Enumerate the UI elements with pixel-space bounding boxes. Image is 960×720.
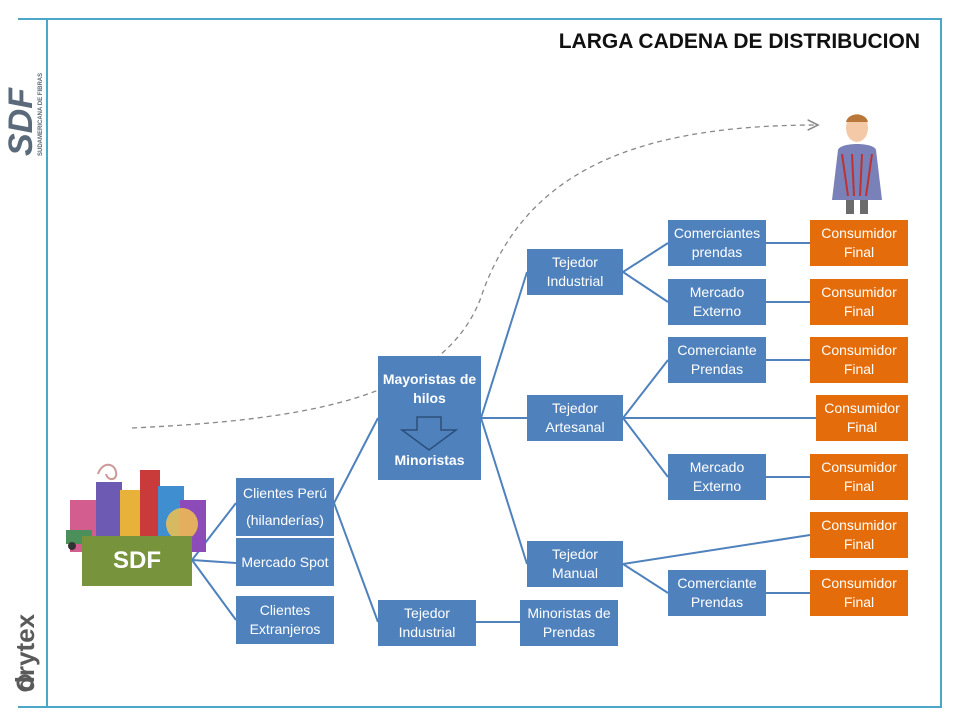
- consumidor-final-label: Consumidor Final: [821, 459, 897, 494]
- clientes-peru-node: Clientes Perú (hilanderías): [236, 478, 334, 536]
- mercado-spot-label: Mercado Spot: [241, 553, 329, 570]
- consumidor-final-label: Consumidor Final: [821, 225, 897, 260]
- tejedor-manual-node: Tejedor Manual: [527, 541, 623, 587]
- factory-illustration-icon: [66, 463, 206, 552]
- frame-bottom-border: [18, 706, 942, 708]
- comerciante-prendas-2-node: Comerciante Prendas: [668, 570, 766, 616]
- down-arrow-icon: [400, 416, 458, 451]
- drytex-logo-icon: drytex: [10, 613, 40, 692]
- frame-top-border: [18, 18, 942, 20]
- consumidor-final-label: Consumidor Final: [824, 400, 900, 435]
- consumidor-final-label: Consumidor Final: [821, 517, 897, 552]
- consumidor-final-node: Consumidor Final: [810, 279, 908, 325]
- tejedor-industrial-bottom-label: Tejedor Industrial: [398, 605, 456, 640]
- consumidor-final-node: Consumidor Final: [810, 454, 908, 500]
- tejedor-industrial-bottom-node: Tejedor Industrial: [378, 600, 476, 646]
- consumidor-final-label: Consumidor Final: [821, 284, 897, 319]
- svg-text:SDF: SDF: [2, 87, 40, 156]
- mercado-spot-node: Mercado Spot: [236, 538, 334, 586]
- tejedor-manual-label: Tejedor Manual: [552, 546, 598, 581]
- tejedor-artesanal-label: Tejedor Artesanal: [545, 400, 605, 435]
- dashed-arrow: [131, 125, 818, 429]
- diagram-title: LARGA CADENA DE DISTRIBUCION: [558, 30, 920, 53]
- mercado-externo-1-label: Mercado Externo: [689, 284, 745, 319]
- svg-text:SUDAMERICANA DE FIBRAS: SUDAMERICANA DE FIBRAS: [38, 73, 44, 156]
- mayoristas-label: Mayoristas de hilos: [382, 371, 477, 406]
- sdf-logo-icon: SDF SUDAMERICANA DE FIBRAS: [2, 73, 44, 156]
- consumidor-final-node: Consumidor Final: [810, 220, 908, 266]
- clientes-peru-label: Clientes Perú: [242, 485, 328, 502]
- consumidor-final-node: Consumidor Final: [810, 512, 908, 558]
- consumidor-final-node: Consumidor Final: [816, 395, 908, 441]
- sdf-node-label: SDF: [113, 546, 161, 574]
- svg-text:drytex: drytex: [10, 613, 40, 692]
- comerciante-prendas-2-label: Comerciante Prendas: [677, 575, 757, 610]
- tejedor-artesanal-node: Tejedor Artesanal: [527, 395, 623, 441]
- consumidor-final-label: Consumidor Final: [821, 342, 897, 377]
- clientes-extranjeros-label: Clientes Extranjeros: [249, 602, 321, 637]
- consumer-person-icon: [832, 114, 882, 214]
- mayoristas-minoristas-node: Mayoristas de hilos Minoristas: [378, 356, 481, 480]
- comerciante-prendas-1-node: Comerciante Prendas: [668, 337, 766, 383]
- minoristas-label: Minoristas: [394, 452, 465, 469]
- comerciante-prendas-1-label: Comerciante Prendas: [677, 342, 757, 377]
- tejedor-industrial-top-label: Tejedor Industrial: [546, 254, 604, 289]
- mercado-externo-1-node: Mercado Externo: [668, 279, 766, 325]
- sdf-node: SDF: [82, 536, 192, 586]
- tejedor-industrial-top-node: Tejedor Industrial: [527, 249, 623, 295]
- comerciantes-prendas-node: Comerciantes prendas: [668, 220, 766, 266]
- clientes-peru-sublabel: (hilanderías): [246, 512, 324, 529]
- comerciantes-prendas-label: Comerciantes prendas: [673, 225, 761, 260]
- consumidor-final-node: Consumidor Final: [810, 570, 908, 616]
- frame-right-border: [940, 18, 942, 708]
- minoristas-prendas-node: Minoristas de Prendas: [520, 600, 618, 646]
- consumidor-final-label: Consumidor Final: [821, 575, 897, 610]
- minoristas-prendas-label: Minoristas de Prendas: [527, 605, 611, 640]
- mercado-externo-2-node: Mercado Externo: [668, 454, 766, 500]
- clientes-extranjeros-node: Clientes Extranjeros: [236, 596, 334, 644]
- mercado-externo-2-label: Mercado Externo: [689, 459, 745, 494]
- consumidor-final-node: Consumidor Final: [810, 337, 908, 383]
- frame-left-border: [46, 18, 48, 708]
